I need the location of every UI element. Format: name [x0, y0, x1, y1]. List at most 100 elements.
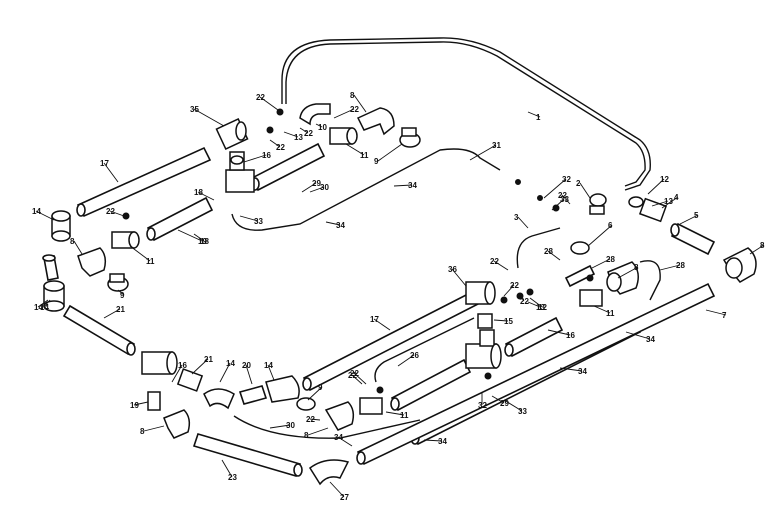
callout-leader [269, 424, 291, 429]
part-number-label: 29 [500, 399, 509, 408]
callout-leader [329, 481, 345, 498]
callout-leader [451, 268, 467, 287]
callout-leader [43, 299, 51, 308]
elbow-fitting-8-lower [163, 409, 191, 439]
tee-fitting-36-mid [465, 281, 496, 305]
callout-leader [117, 289, 125, 296]
part-number-label: 8 [140, 427, 145, 436]
callout-leader [543, 178, 567, 199]
part-number-label: 8 [634, 263, 639, 272]
callout-leader [651, 200, 669, 207]
callout-leader [393, 184, 413, 187]
part-number-label: 33 [560, 195, 569, 204]
callout-leader [593, 305, 611, 314]
callout-leader [617, 266, 639, 279]
part-number-label: 3 [514, 213, 519, 222]
callout-leader [109, 210, 125, 217]
valve-assembly-2 [589, 193, 607, 215]
part-number-label: 10 [318, 123, 327, 132]
part-number-label: 9 [374, 157, 379, 166]
part-number-label: 18 [200, 237, 209, 246]
supply-tube [281, 37, 651, 191]
callout-leader [37, 299, 49, 308]
part-number-label: 32 [478, 401, 487, 410]
part-number-label: 13 [664, 197, 673, 206]
callout-leader [591, 258, 611, 269]
tube-3 [516, 227, 561, 269]
part-number-label: 34 [334, 433, 343, 442]
part-number-label: 2 [576, 179, 581, 188]
part-number-label: 22 [348, 371, 357, 380]
callout-leader [103, 162, 119, 183]
pipe-23-lower [192, 433, 303, 477]
callout-leader [625, 331, 651, 340]
callout-leader [309, 418, 321, 421]
callout-leader [551, 198, 565, 211]
callout-leader [315, 123, 323, 128]
part-number-label: 11 [360, 151, 369, 160]
coupling-21-lower [176, 368, 204, 392]
callout-leader [493, 260, 509, 271]
coupling-35 [215, 117, 249, 151]
part-number-label: 32 [562, 175, 571, 184]
callout-leader [503, 399, 523, 412]
callout-leader [177, 229, 203, 242]
callout-leader [527, 301, 541, 308]
coupling-20-left [42, 254, 59, 281]
pipe-19-lower [390, 358, 472, 412]
callout-leader [191, 358, 209, 375]
pipe-21-left [62, 304, 136, 356]
elbow-fitting-8-left [77, 247, 107, 277]
part-number-label: 28 [544, 247, 553, 256]
callout-leader [679, 214, 699, 225]
part-number-label: 22 [256, 93, 265, 102]
part-number-label: 34 [438, 437, 447, 446]
part-number-label: 20 [242, 361, 251, 370]
part-number-label: 33 [254, 217, 263, 226]
callout-leader [307, 427, 329, 436]
part-number-label: 30 [286, 421, 295, 430]
part-number-label: 17 [370, 315, 379, 324]
callout-leader [103, 308, 121, 319]
callout-leader [239, 215, 259, 222]
pipe-17-upper [76, 146, 212, 218]
callout-leader [579, 182, 591, 199]
part-number-label: 19 [198, 237, 207, 246]
part-number-label: 22 [276, 143, 285, 152]
part-number-label: 14 [40, 303, 49, 312]
part-number-label: 22 [306, 415, 315, 424]
elbow-fitting-8-mid-lower [324, 401, 355, 431]
part-number-label: 11 [400, 411, 409, 420]
pipe-7-long [356, 282, 716, 466]
callout-leader [301, 182, 317, 193]
tee-fitting-14-left-upper [51, 210, 71, 242]
pipe-16-lower [504, 316, 564, 358]
elbow-fitting-6-right [722, 247, 757, 283]
part-number-label: 23 [228, 473, 237, 482]
callout-leader [245, 364, 253, 385]
callout-leader [259, 96, 279, 111]
callout-leader [351, 374, 363, 385]
callout-leader [197, 191, 215, 201]
callout-leader [493, 319, 509, 322]
part-number-label: 34 [408, 181, 417, 190]
callout-leader [659, 264, 681, 271]
tube-28-loop [639, 260, 661, 301]
callout-leader [283, 131, 299, 138]
elbow-fitting-8-upper [356, 107, 395, 136]
callout-leader [661, 196, 679, 209]
part-number-label: 11 [606, 309, 615, 318]
part-number-label: 4 [674, 193, 679, 202]
callout-leader [333, 108, 355, 119]
callout-leader [373, 318, 391, 331]
elbow-fitting-14-lower-right [265, 375, 300, 403]
callout-leader [129, 245, 151, 262]
callout-leader [529, 297, 543, 308]
elbow-fitting-14-lower [203, 388, 235, 410]
part-number-label: 22 [106, 207, 115, 216]
part-number-label: 22 [490, 257, 499, 266]
callout-leader [353, 372, 367, 385]
part-number-label: 33 [518, 407, 527, 416]
